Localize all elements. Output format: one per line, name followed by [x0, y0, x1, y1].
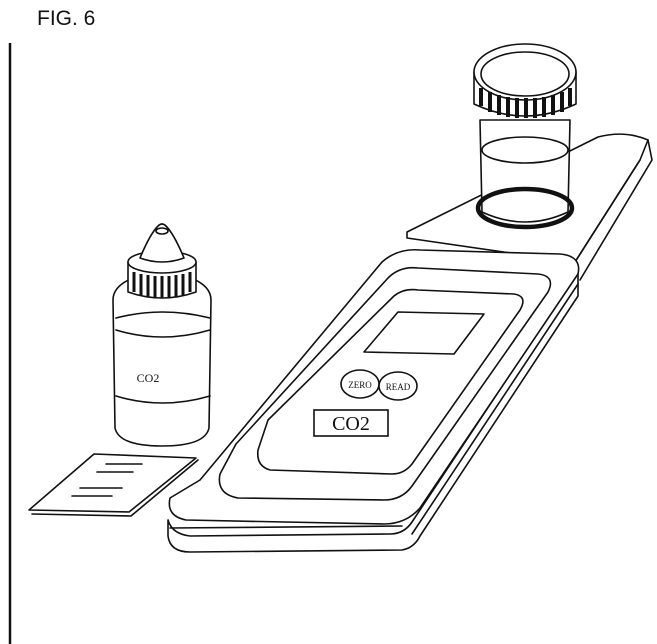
- read-button[interactable]: READ: [378, 371, 418, 401]
- test-card: [28, 453, 199, 517]
- zero-button-label: ZERO: [348, 380, 372, 390]
- meter-name-plate: CO2: [313, 409, 389, 437]
- read-button-label: READ: [386, 382, 411, 392]
- reagent-bottle: CO2: [112, 223, 212, 447]
- bottle-label-text: CO2: [137, 371, 160, 385]
- vial-liquid-level: [481, 136, 569, 164]
- meter-name-text: CO2: [332, 413, 370, 435]
- zero-button[interactable]: ZERO: [340, 369, 380, 399]
- meter-body: [167, 248, 580, 553]
- figure-label: FIG. 6: [37, 7, 96, 30]
- vial-holder-ring: [475, 186, 575, 230]
- meter-lcd-screen: [363, 311, 485, 355]
- sample-vial: [473, 43, 577, 230]
